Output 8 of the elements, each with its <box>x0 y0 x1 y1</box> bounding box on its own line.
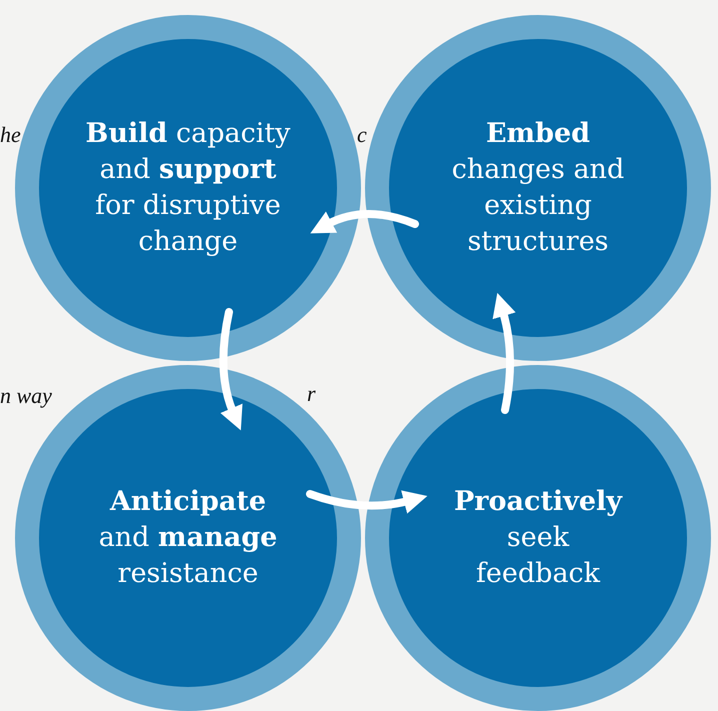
step-text: Build capacity and support for disruptive change <box>84 117 292 259</box>
step-text: Embed changes and existing structures <box>450 117 626 259</box>
background-text: r <box>307 381 316 407</box>
background-text: c <box>357 122 367 148</box>
step-text: Proactively seek feedback <box>452 485 624 591</box>
background-text: n way <box>0 383 52 409</box>
background-text: he <box>0 122 21 148</box>
step-text: Anticipate and manage resistance <box>98 485 278 591</box>
